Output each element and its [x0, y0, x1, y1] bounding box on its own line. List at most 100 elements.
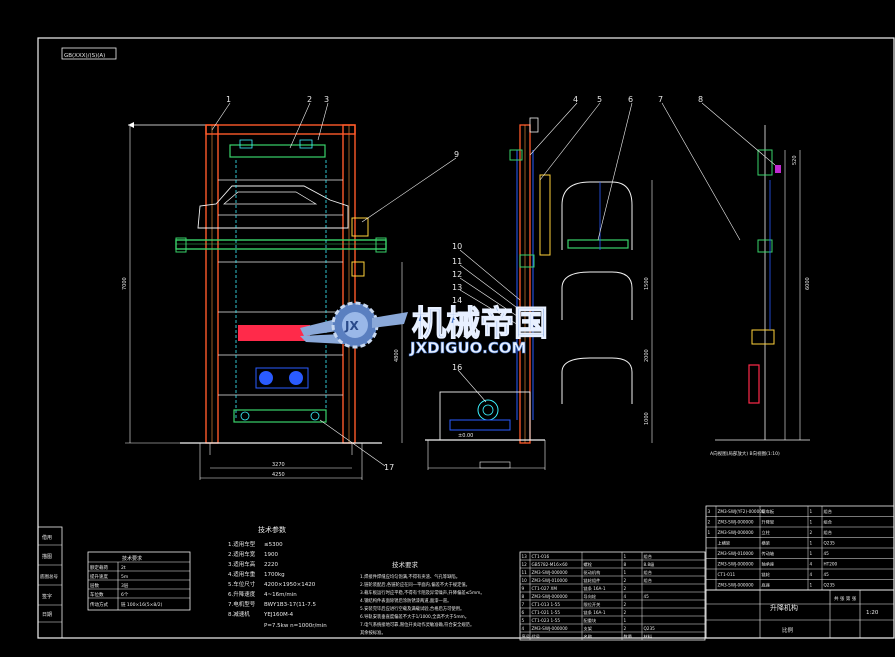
bom-left-row-2-qty: 1 [624, 570, 627, 575]
small-row-3-key: 车位数 [90, 591, 104, 598]
callout-17: 17 [384, 463, 394, 472]
car-profile-low [561, 357, 633, 404]
bom-right-row-1-name: 升降架 [762, 519, 775, 526]
req-line-3: 4.钢结构件表面除锈后涂防锈漆两道,面漆一道。 [360, 597, 451, 604]
small-row-2-key: 层数 [90, 582, 99, 589]
bom-right-row-3-qty: 1 [810, 541, 813, 546]
small-row-1-val: 5m [121, 574, 128, 580]
bom-left-row-6-qty: 2 [624, 602, 627, 607]
bom-right-row-7-name: 底座 [762, 582, 770, 589]
bom-left-row-7-qty: 2 [624, 610, 627, 615]
bom-left-row-8-name: 配重块 [584, 617, 597, 624]
callout-3: 3 [324, 95, 329, 104]
bom-right-row-4-mat: 45 [824, 551, 830, 556]
small-row-1-key: 提升速度 [90, 573, 108, 580]
bom-right-row-5-code: ZM3-SWJ-000000 [718, 562, 754, 567]
bom-right-row-7-qty: 1 [810, 583, 813, 588]
watermark-cn: 机械帝国 [412, 304, 548, 344]
bom-left-row-7-no: 6 [522, 610, 525, 615]
small-row-3-val: 6个 [121, 592, 129, 598]
callout-6: 6 [628, 95, 633, 104]
req-line-2: 3.载车板运行时应平稳,不得有卡阻及异常噪声,升降偏差≤5mm。 [360, 589, 485, 596]
bom-left-row-0-qty: 1 [624, 554, 627, 559]
margin-label-4: 日期 [42, 612, 52, 618]
bom-left-row-4-no: 9 [522, 586, 525, 591]
bom-left-row-9-no: 4 [522, 626, 525, 631]
specs-heading: 技术参数 [258, 525, 286, 534]
small-row-2-val: 3层 [121, 583, 129, 589]
bom-left-row-7-code: CT1-021 1-55 [532, 610, 561, 615]
left-margin-table: 借用 描图 底图总号 签字 日期 [37, 526, 63, 639]
callout-2: 2 [307, 95, 312, 104]
req-line-7: 其余按标准。 [360, 629, 386, 636]
req-line-1: 2.链轮装配后,各链轮应在同一平面内,偏差不大于规定值。 [360, 581, 470, 588]
bom-right-row-0-code: ZM3-SWJ(YF2)-000000 [718, 509, 765, 514]
bom-left-row-0-no: 13 [522, 554, 528, 559]
callout-12: 12 [452, 270, 462, 279]
small-row-0-val: 2t [121, 565, 126, 571]
bom-right-row-5-qty: 4 [810, 562, 813, 567]
detail-caption: A向视图(局部放大) B向视图(1:10) [710, 450, 780, 457]
bom-right-row-7-mat: Q235 [824, 583, 836, 588]
bom-left-header-1: 代号 [532, 633, 540, 640]
title-stamp-box [61, 47, 117, 60]
bom-left-row-8-no: 5 [522, 618, 525, 623]
req-heading: 技术要求 [392, 560, 419, 569]
spec-3-val: 1700kg [264, 572, 285, 578]
spec-1-val: 1900 [264, 552, 278, 558]
bom-left-row-5-qty: 4 [624, 594, 627, 599]
bom-left-header-3: 数量 [624, 633, 632, 640]
title-block-footer: 比例 [782, 626, 794, 634]
drive-motor [255, 367, 309, 389]
tech-specs: 技术参数 1.适用车型 ≤5300 2.适用车宽 1900 3.适用车高 222… [228, 525, 327, 629]
bom-left-row-9-name: 支架 [584, 625, 592, 632]
callout-14: 14 [452, 296, 462, 305]
watermark-en: JXDIGUO.COM [409, 339, 526, 357]
margin-label-3: 签字 [42, 593, 52, 600]
bom-right-row-3-code: 上横梁 [718, 540, 731, 547]
spec-2-name: 3.适用车高 [228, 560, 256, 568]
bom-left-row-3-qty: 2 [624, 578, 627, 583]
req-line-0: 1.焊接件焊缝应均匀饱满,不得有夹渣、气孔等缺陷。 [360, 573, 460, 580]
spec-6-name: 7.电机型号 [228, 600, 256, 608]
callout-leaders [211, 102, 776, 467]
bom-right-row-0-qty: 1 [810, 509, 813, 514]
req-line-4: 5.安装完毕后应进行空载及满载试验,合格后方可使用。 [360, 605, 464, 612]
small-row-4-key: 传动方式 [90, 601, 108, 608]
bom-left-row-5-mat: 45 [644, 594, 650, 599]
spec-7-val: YEJ160M-4 [263, 612, 294, 618]
dim-right-height: 4800 [394, 349, 400, 362]
bom-left-header-2: 名称 [584, 633, 592, 640]
spec-2-val: 2220 [264, 562, 278, 568]
watermark-wings [300, 318, 344, 344]
callout-7: 7 [658, 95, 663, 104]
detail-red-element [748, 364, 760, 404]
bom-left-row-0-mat: 组合 [644, 553, 653, 560]
small-param-table: 技术要求 额定载荷 2t 提升速度 5m 层数 3层 车位数 6个 传动方式 链… [87, 551, 191, 611]
small-row-0-key: 额定载荷 [90, 564, 108, 571]
callout-16: 16 [452, 363, 462, 372]
small-row-4-val: 链 100×16(5×8/2) [121, 601, 163, 608]
bom-left-row-0-code: CT1-016 [532, 554, 550, 559]
outer-border [37, 37, 895, 639]
bom-right-row-6-qty: 4 [810, 572, 813, 577]
callout-4: 4 [573, 95, 578, 104]
bom-left-row-5-code: ZM3-SWJ-000000 [532, 594, 568, 599]
side-view: 1500 2000 1000 ±0.00 [425, 117, 653, 470]
bom-left-row-8-qty: 1 [624, 618, 627, 623]
req-line-6: 7.电气系统接地可靠,限位开关动作灵敏准确,符合安全规范。 [360, 621, 474, 628]
bom-right-row-3-mat: Q235 [824, 541, 836, 546]
bom-right-row-4-code: ZM3-SWJ-010000 [718, 551, 754, 556]
spec-7-name: 8.减速机 [228, 610, 250, 618]
req-line-5: 6.导轨安装垂直度偏差不大于1/1000,全高不大于5mm。 [360, 613, 469, 620]
callout-13: 13 [452, 283, 462, 292]
bom-left-row-2-mat: 组合 [644, 569, 653, 576]
dim-base-width: 4250 [272, 472, 285, 478]
bom-left-row-6-code: CT1-013 1-55 [532, 602, 561, 607]
bom-right-row-0-mat: 组合 [824, 508, 833, 515]
car-outline-front [197, 185, 349, 229]
callout-8: 8 [698, 95, 703, 104]
bom-right-row-2-no: 1 [708, 530, 711, 535]
